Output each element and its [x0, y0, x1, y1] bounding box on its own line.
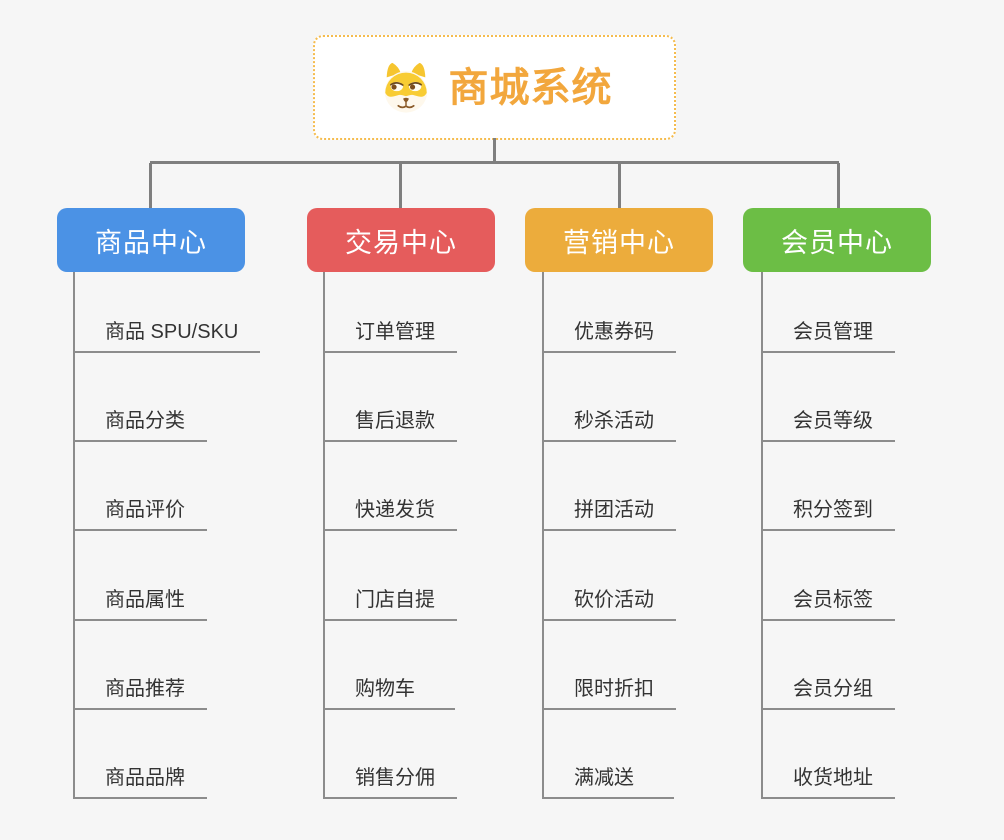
connector-drop [618, 163, 621, 208]
dog-face-icon [384, 62, 427, 113]
connector-rail [150, 161, 839, 164]
branch-column-member-center: 会员管理 会员等级 积分签到 会员标签 会员分组 收货地址 [761, 272, 895, 799]
topic-item[interactable]: 砍价活动 [544, 531, 676, 621]
topic-item[interactable]: 积分签到 [763, 442, 895, 532]
branch-node-marketing-center[interactable]: 营销中心 [525, 208, 713, 272]
topic-item[interactable]: 会员等级 [763, 353, 895, 443]
topic-item[interactable]: 商品分类 [75, 353, 207, 443]
topic-item[interactable]: 拼团活动 [544, 442, 676, 532]
branch-column-marketing-center: 优惠券码 秒杀活动 拼团活动 砍价活动 限时折扣 满减送 [542, 272, 676, 799]
topic-item[interactable]: 商品 SPU/SKU [75, 272, 261, 353]
topic-item[interactable]: 商品品牌 [75, 710, 207, 799]
branch-node-member-center[interactable]: 会员中心 [743, 208, 931, 272]
branch-column-product-center: 商品 SPU/SKU 商品分类 商品评价 商品属性 商品推荐 商品品牌 [73, 272, 261, 799]
connector-drop [399, 163, 402, 208]
topic-item[interactable]: 销售分佣 [325, 710, 457, 799]
topic-item[interactable]: 限时折扣 [544, 621, 676, 710]
topic-item[interactable]: 商品属性 [75, 531, 207, 621]
branch-node-product-center[interactable]: 商品中心 [57, 208, 245, 272]
topic-item[interactable]: 商品评价 [75, 442, 207, 532]
topic-item[interactable]: 快递发货 [325, 442, 457, 532]
topic-item[interactable]: 售后退款 [325, 353, 457, 443]
topic-item[interactable]: 订单管理 [325, 272, 457, 353]
topic-item[interactable]: 购物车 [325, 621, 455, 710]
branch-node-trade-center[interactable]: 交易中心 [307, 208, 495, 272]
connector-root-stub [493, 138, 496, 163]
topic-item[interactable]: 秒杀活动 [544, 353, 676, 443]
topic-item[interactable]: 收货地址 [763, 710, 895, 799]
topic-item[interactable]: 会员分组 [763, 621, 895, 710]
topic-item[interactable]: 满减送 [544, 710, 674, 799]
root-node-title: 商城系统 [448, 65, 613, 110]
topic-item[interactable]: 会员标签 [763, 531, 895, 621]
branch-column-trade-center: 订单管理 售后退款 快递发货 门店自提 购物车 销售分佣 [323, 272, 457, 799]
topic-item[interactable]: 门店自提 [325, 531, 457, 621]
topic-item[interactable]: 会员管理 [763, 272, 895, 353]
connector-drop [149, 163, 152, 208]
topic-item[interactable]: 商品推荐 [75, 621, 207, 710]
root-node[interactable]: 商城系统 [313, 35, 676, 140]
connector-drop [837, 163, 840, 208]
topic-item[interactable]: 优惠券码 [544, 272, 676, 353]
